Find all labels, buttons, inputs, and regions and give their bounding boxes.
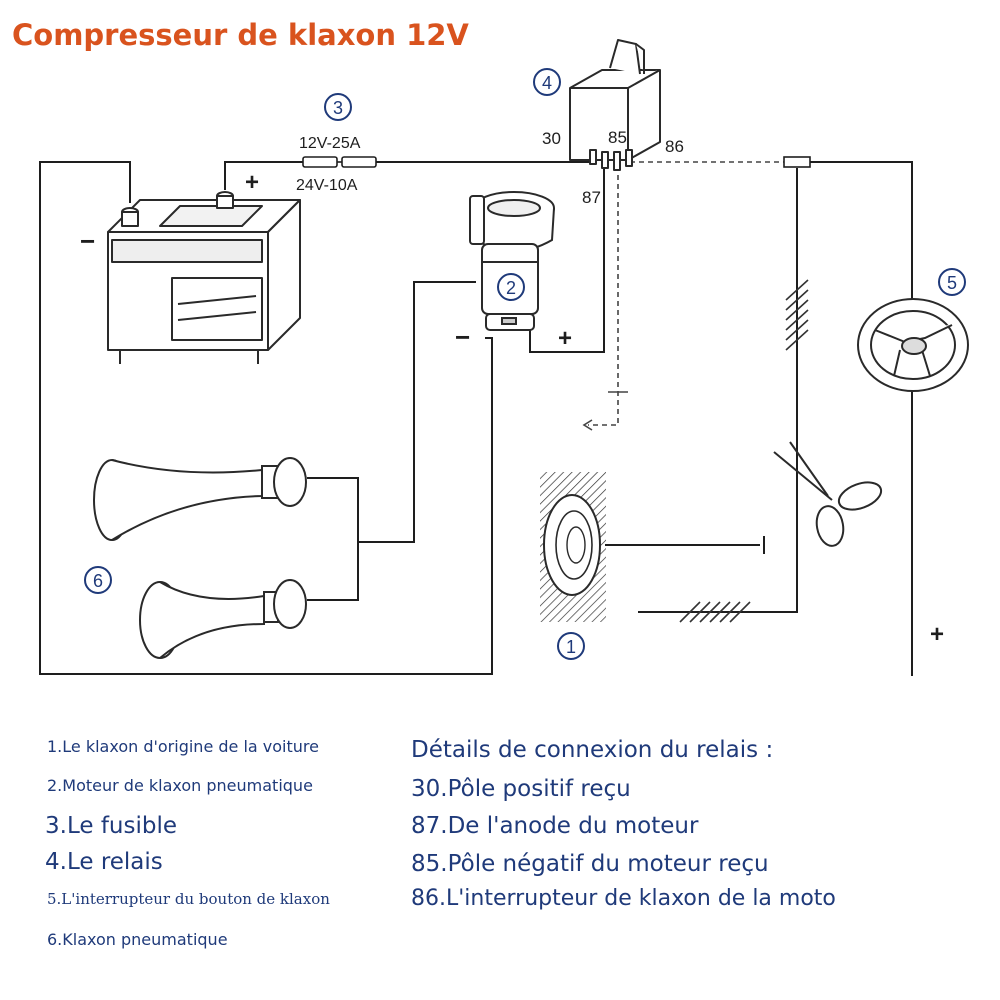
relay-pin-30: 30 <box>542 129 561 148</box>
marker-3-text: 3 <box>333 98 343 118</box>
legend-item-relay: 4.Le relais <box>45 849 163 875</box>
switch-terminal <box>783 156 811 168</box>
relay-details-heading: Détails de connexion du relais : <box>411 737 774 763</box>
marker-1-text: 1 <box>566 637 576 657</box>
dashed-arrowhead <box>582 419 593 431</box>
marker-4-text: 4 <box>542 73 552 93</box>
relay-pin-87: 87 <box>582 188 601 207</box>
wire-hatch-marks <box>679 279 809 623</box>
relay-icon <box>569 39 661 171</box>
marker-2: 2 <box>497 273 525 301</box>
wiring-diagram: + − 12V-25A 24V-10A 30 85 86 87 <box>39 39 969 676</box>
diagram-title: Compresseur de klaxon 12V <box>12 18 469 52</box>
relay-detail-30: 30.Pôle positif reçu <box>411 776 631 802</box>
legend-item-original-horn: 1.Le klaxon d'origine de la voiture <box>47 737 319 756</box>
dashed-relay-link <box>588 161 785 426</box>
wire-battery-negative <box>39 161 493 675</box>
air-horn-motor-icon <box>469 191 555 331</box>
wire-supply-positive <box>810 161 913 676</box>
marker-1: 1 <box>557 632 585 660</box>
scissors-icon <box>773 441 883 547</box>
supply-plus-label: + <box>930 621 944 648</box>
marker-5-text: 5 <box>947 273 957 293</box>
wire-motor-positive <box>529 160 605 353</box>
relay-detail-86: 86.L'interrupteur de klaxon de la moto <box>411 886 836 911</box>
wire-horns-to-motor <box>307 477 359 601</box>
wire-horns-feed <box>358 281 476 543</box>
fuse-rating-12v: 12V-25A <box>299 135 361 152</box>
wire-fuse-to-relay <box>375 150 589 163</box>
car-horn-icon <box>540 472 606 622</box>
wire-battery-positive <box>224 161 303 190</box>
motor-minus-label: − <box>455 322 470 352</box>
relay-detail-85: 85.Pôle négatif du moteur reçu <box>411 851 769 877</box>
air-horns-icon <box>93 457 307 659</box>
fuse-rating-24v: 24V-10A <box>296 177 358 194</box>
battery-icon <box>107 191 301 364</box>
relay-pin-86: 86 <box>665 137 684 156</box>
wires <box>39 150 913 676</box>
legend-item-horn-motor: 2.Moteur de klaxon pneumatique <box>47 776 313 795</box>
marker-3: 3 <box>324 93 352 121</box>
steering-wheel-icon <box>857 298 969 392</box>
marker-6-text: 6 <box>93 571 103 591</box>
marker-2-text: 2 <box>506 278 516 298</box>
relay-pin-85: 85 <box>608 128 627 147</box>
fuse-icon <box>302 156 377 168</box>
marker-5: 5 <box>938 268 966 296</box>
marker-4: 4 <box>533 68 561 96</box>
motor-plus-label: + <box>558 325 572 352</box>
legend-item-fuse: 3.Le fusible <box>45 813 178 839</box>
battery-plus-label: + <box>245 169 259 196</box>
legend-item-horn-switch: 5.L'interrupteur du bouton de klaxon <box>47 890 330 908</box>
legend-item-air-horn: 6.Klaxon pneumatique <box>47 930 228 949</box>
relay-detail-87: 87.De l'anode du moteur <box>411 813 699 839</box>
battery-minus-label: − <box>80 226 95 256</box>
marker-6: 6 <box>84 566 112 594</box>
